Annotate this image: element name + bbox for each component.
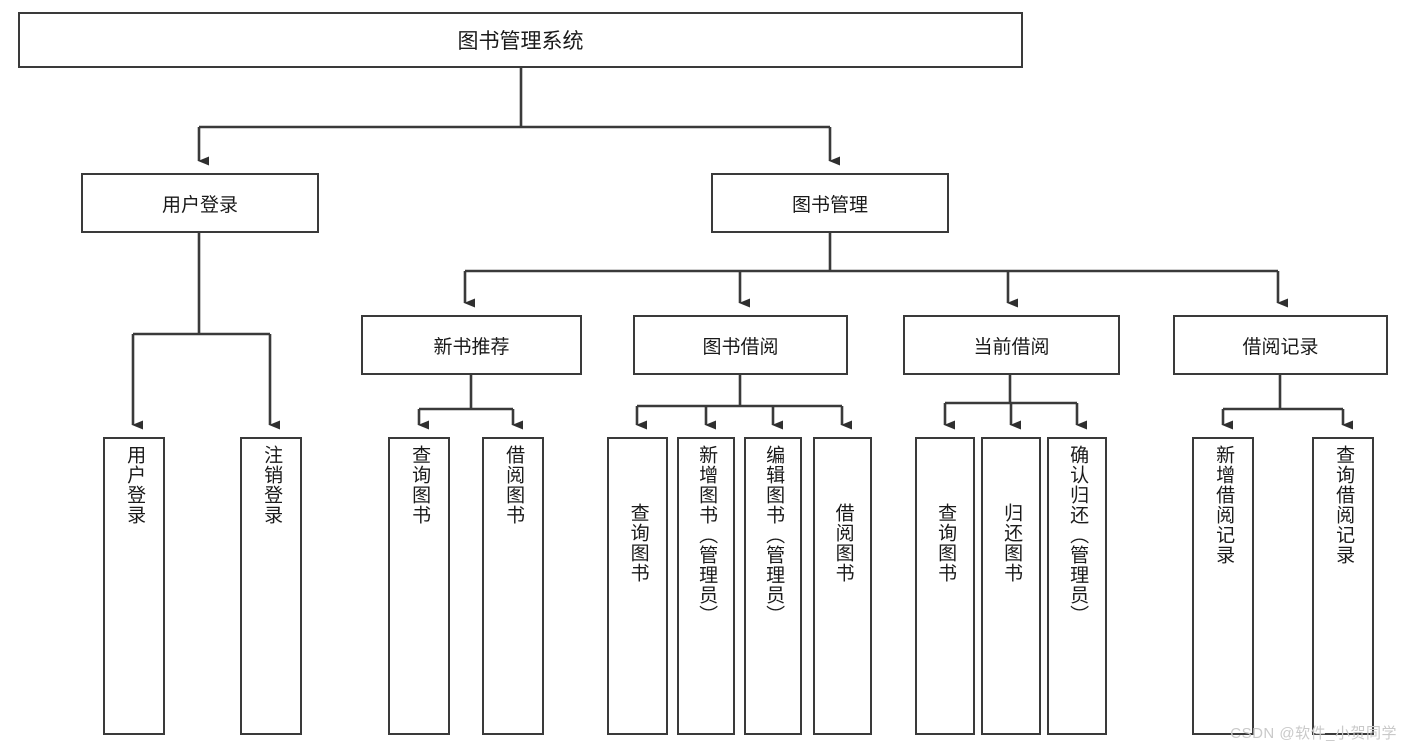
leaf-borrow-book[interactable]: 借阅图书 xyxy=(813,437,872,735)
leaf-label: 新增借阅记录 xyxy=(1213,445,1235,565)
leaf-label: 注销登录 xyxy=(261,445,283,525)
leaf-label: 查询图书 xyxy=(935,503,957,583)
leaf-query-book-borrow[interactable]: 查询图书 xyxy=(607,437,668,735)
leaf-label: 归还图书 xyxy=(1001,503,1023,583)
leaf-add-borrow-record[interactable]: 新增借阅记录 xyxy=(1192,437,1254,735)
node-root-system[interactable]: 图书管理系统 xyxy=(18,12,1023,68)
leaf-query-borrow-record[interactable]: 查询借阅记录 xyxy=(1312,437,1374,735)
leaf-edit-book-admin[interactable]: 编辑图书（管理员） xyxy=(744,437,802,735)
leaf-label: 查询借阅记录 xyxy=(1333,445,1355,565)
node-current-borrow[interactable]: 当前借阅 xyxy=(903,315,1120,375)
leaf-user-login[interactable]: 用户登录 xyxy=(103,437,165,735)
leaf-add-book-admin[interactable]: 新增图书（管理员） xyxy=(677,437,735,735)
leaf-label: 用户登录 xyxy=(124,445,146,525)
leaf-borrow-book-recommend[interactable]: 借阅图书 xyxy=(482,437,544,735)
leaf-label: 编辑图书（管理员） xyxy=(763,445,785,625)
leaf-label: 新增图书（管理员） xyxy=(696,445,718,625)
node-borrow-record[interactable]: 借阅记录 xyxy=(1173,315,1388,375)
csdn-watermark: CSDN @软件_小贺同学 xyxy=(1230,725,1397,742)
leaf-label: 确认归还（管理员） xyxy=(1067,445,1089,625)
leaf-query-book-current[interactable]: 查询图书 xyxy=(915,437,975,735)
node-book-borrow[interactable]: 图书借阅 xyxy=(633,315,848,375)
leaf-label: 借阅图书 xyxy=(503,445,525,525)
leaf-label: 查询图书 xyxy=(409,445,431,525)
node-user-login[interactable]: 用户登录 xyxy=(81,173,319,233)
leaf-user-logout[interactable]: 注销登录 xyxy=(240,437,302,735)
leaf-label: 查询图书 xyxy=(627,503,649,583)
leaf-label: 借阅图书 xyxy=(832,503,854,583)
leaf-return-book[interactable]: 归还图书 xyxy=(981,437,1041,735)
node-new-book-recommend[interactable]: 新书推荐 xyxy=(361,315,582,375)
node-book-manage[interactable]: 图书管理 xyxy=(711,173,949,233)
leaf-confirm-return-admin[interactable]: 确认归还（管理员） xyxy=(1047,437,1107,735)
leaf-query-book-recommend[interactable]: 查询图书 xyxy=(388,437,450,735)
